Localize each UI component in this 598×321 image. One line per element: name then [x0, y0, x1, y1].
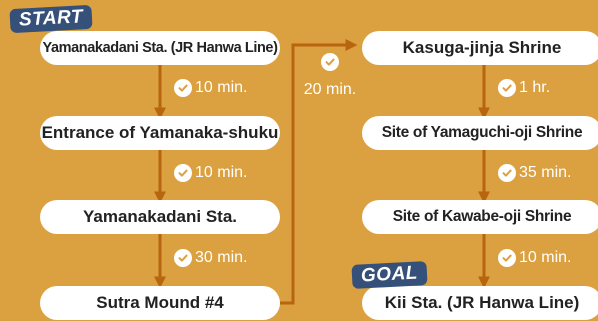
- stop-label: Yamanakadani Sta.: [82, 207, 238, 226]
- stop-label: Entrance of Yamanaka-shuku: [41, 123, 279, 142]
- duration-leg-2: 10 min.: [174, 164, 247, 182]
- check-circle-icon: [174, 249, 192, 267]
- stop-kasuga-jinja: Kasuga-jinja Shrine: [362, 31, 598, 65]
- check-circle-icon: [498, 79, 516, 97]
- duration-leg-6: 10 min.: [498, 249, 571, 267]
- start-badge: START: [9, 4, 93, 34]
- duration-label: 10 min.: [195, 79, 248, 96]
- check-circle-icon: [498, 249, 516, 267]
- stop-label: Site of Kawabe-oji Shrine: [392, 208, 572, 225]
- stop-label: Yamanakadani Sta. (JR Hanwa Line): [42, 40, 278, 56]
- duration-label: 10 min.: [195, 164, 248, 181]
- stop-label: Sutra Mound #4: [96, 293, 224, 312]
- goal-badge: GOAL: [351, 261, 428, 289]
- duration-label: 35 min.: [519, 164, 572, 181]
- duration-label: 1 hr.: [519, 79, 551, 96]
- transfer-connector: [280, 39, 358, 305]
- stop-yamanakadani-station: Yamanakadani Sta.: [40, 200, 280, 234]
- duration-leg-1: 10 min.: [174, 79, 247, 97]
- duration-leg-3: 30 min.: [174, 249, 247, 267]
- duration-transfer: 20 min.: [297, 53, 363, 99]
- stop-entrance-yamanaka-shuku: Entrance of Yamanaka-shuku: [40, 116, 280, 150]
- stop-sutra-mound: Sutra Mound #4: [40, 286, 280, 320]
- stop-kawabe-oji: Site of Kawabe-oji Shrine: [362, 200, 598, 234]
- stop-label: Kii Sta. (JR Hanwa Line): [384, 293, 580, 312]
- duration-leg-5: 35 min.: [498, 164, 571, 182]
- stop-label: Site of Yamaguchi-oji Shrine: [381, 124, 583, 141]
- duration-label: 20 min.: [303, 81, 357, 98]
- check-circle-icon: [498, 164, 516, 182]
- duration-label: 10 min.: [519, 249, 572, 266]
- duration-leg-4: 1 hr.: [498, 79, 550, 97]
- stop-yamaguchi-oji: Site of Yamaguchi-oji Shrine: [362, 116, 598, 150]
- start-label: START: [18, 6, 84, 31]
- stop-label: Kasuga-jinja Shrine: [402, 38, 562, 57]
- duration-label: 30 min.: [195, 249, 248, 266]
- stop-yamanakadani-start: Yamanakadani Sta. (JR Hanwa Line): [40, 31, 280, 65]
- goal-label: GOAL: [360, 262, 419, 287]
- check-circle-icon: [174, 164, 192, 182]
- stop-kii-station-goal: Kii Sta. (JR Hanwa Line): [362, 286, 598, 320]
- check-circle-icon: [321, 53, 339, 71]
- check-circle-icon: [174, 79, 192, 97]
